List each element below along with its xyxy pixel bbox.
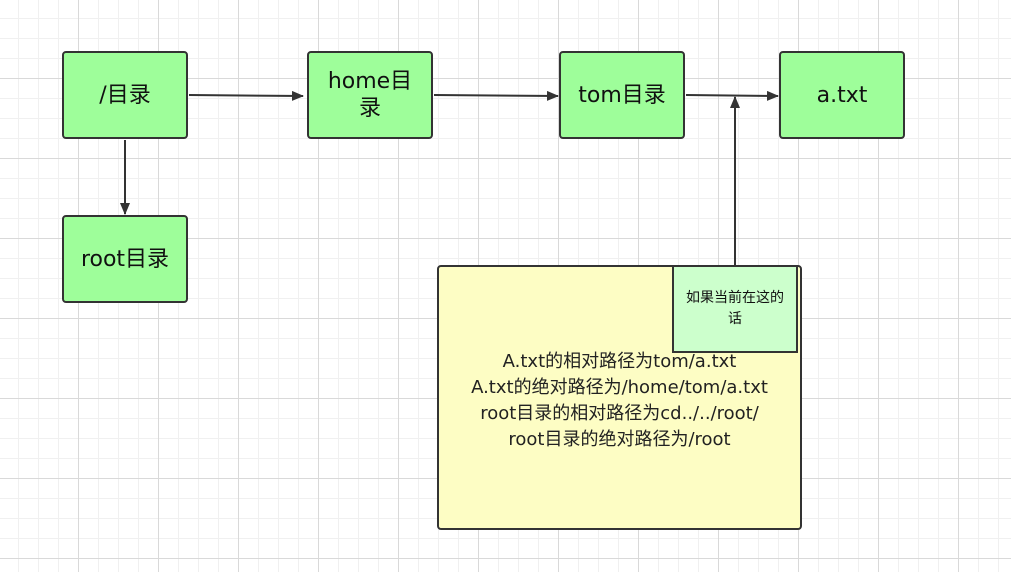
arrow-tom-to-file	[685, 90, 779, 101]
arrow-home-to-tom	[433, 90, 559, 101]
node-root-directory-label: /目录	[99, 82, 151, 108]
node-root-user-directory-label: root目录	[80, 246, 170, 272]
current-location-callout-label: 如果当前在这的话	[686, 290, 784, 327]
note-line: root目录的相对路径为cd../../root/	[480, 403, 759, 424]
note-line: A.txt的绝对路径为/home/tom/a.txt	[471, 377, 768, 398]
current-location-callout[interactable]: 如果当前在这的话	[672, 265, 798, 353]
node-tom-directory[interactable]: tom目录	[559, 51, 685, 139]
node-file-a-txt-label: a.txt	[816, 82, 868, 108]
explanation-note[interactable]: A.txt的相对路径为tom/a.txt A.txt的绝对路径为/home/to…	[437, 265, 802, 530]
arrow-root-to-home	[188, 90, 304, 101]
node-root-directory[interactable]: /目录	[62, 51, 188, 139]
node-file-a-txt[interactable]: a.txt	[779, 51, 905, 139]
node-root-user-directory[interactable]: root目录	[62, 215, 188, 303]
node-home-directory-label: home目录	[327, 69, 413, 121]
explanation-note-text: A.txt的相对路径为tom/a.txt A.txt的绝对路径为/home/to…	[439, 349, 800, 453]
note-line: A.txt的相对路径为tom/a.txt	[502, 351, 737, 372]
note-line: root目录的绝对路径为/root	[508, 429, 731, 450]
node-tom-directory-label: tom目录	[578, 82, 666, 108]
node-home-directory[interactable]: home目录	[307, 51, 433, 139]
